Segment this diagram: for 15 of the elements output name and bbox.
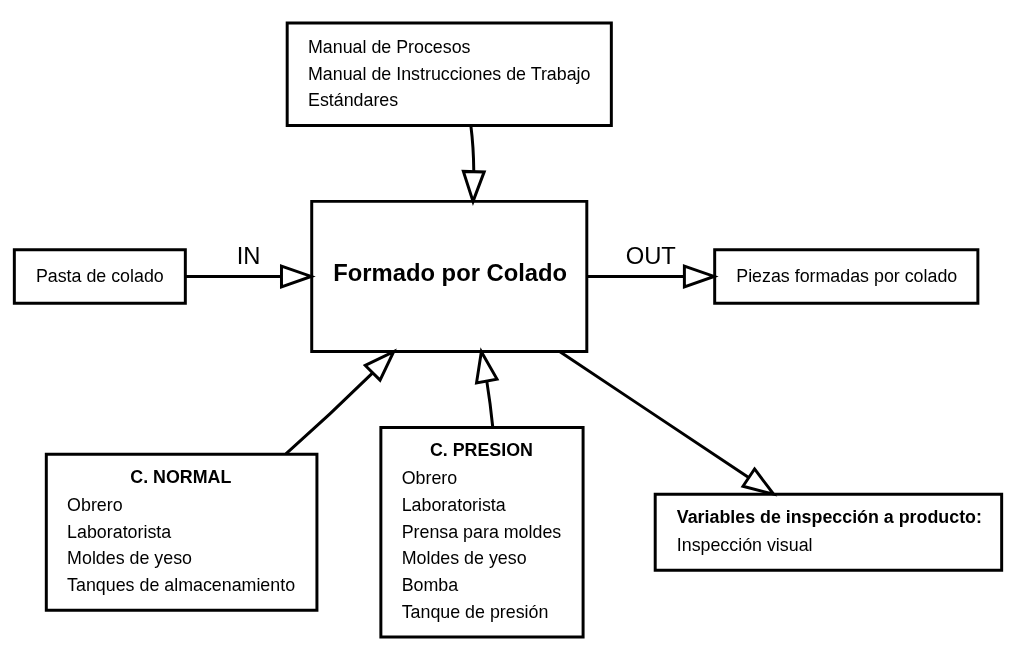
arrow <box>185 263 316 289</box>
arrow <box>587 263 719 289</box>
node-box: Pasta de colado <box>12 247 187 305</box>
node-box: C. NORMAL Obrero Laboratorista Moldes de yeso Tanques de almacenamiento <box>44 452 319 612</box>
edge-label: IN <box>236 241 261 269</box>
edge-label: OUT <box>625 241 676 269</box>
node-box: Variables de inspección a producto: Inspección visual <box>653 492 1004 572</box>
arrow <box>559 350 778 497</box>
node-box: C. PRESION Obrero Laboratorista Prensa para moldes Moldes de yeso Bomba Tanque de presión <box>379 425 585 639</box>
node-box: Piezas formadas por colado <box>713 247 980 305</box>
arrow <box>461 125 487 206</box>
node-box: Manual de Procesos Manual de Instrucciones de Trabajo Estándares <box>285 20 613 127</box>
arrow <box>474 346 500 427</box>
node-box: Formado por Colado <box>310 199 589 353</box>
arrow <box>284 348 397 455</box>
